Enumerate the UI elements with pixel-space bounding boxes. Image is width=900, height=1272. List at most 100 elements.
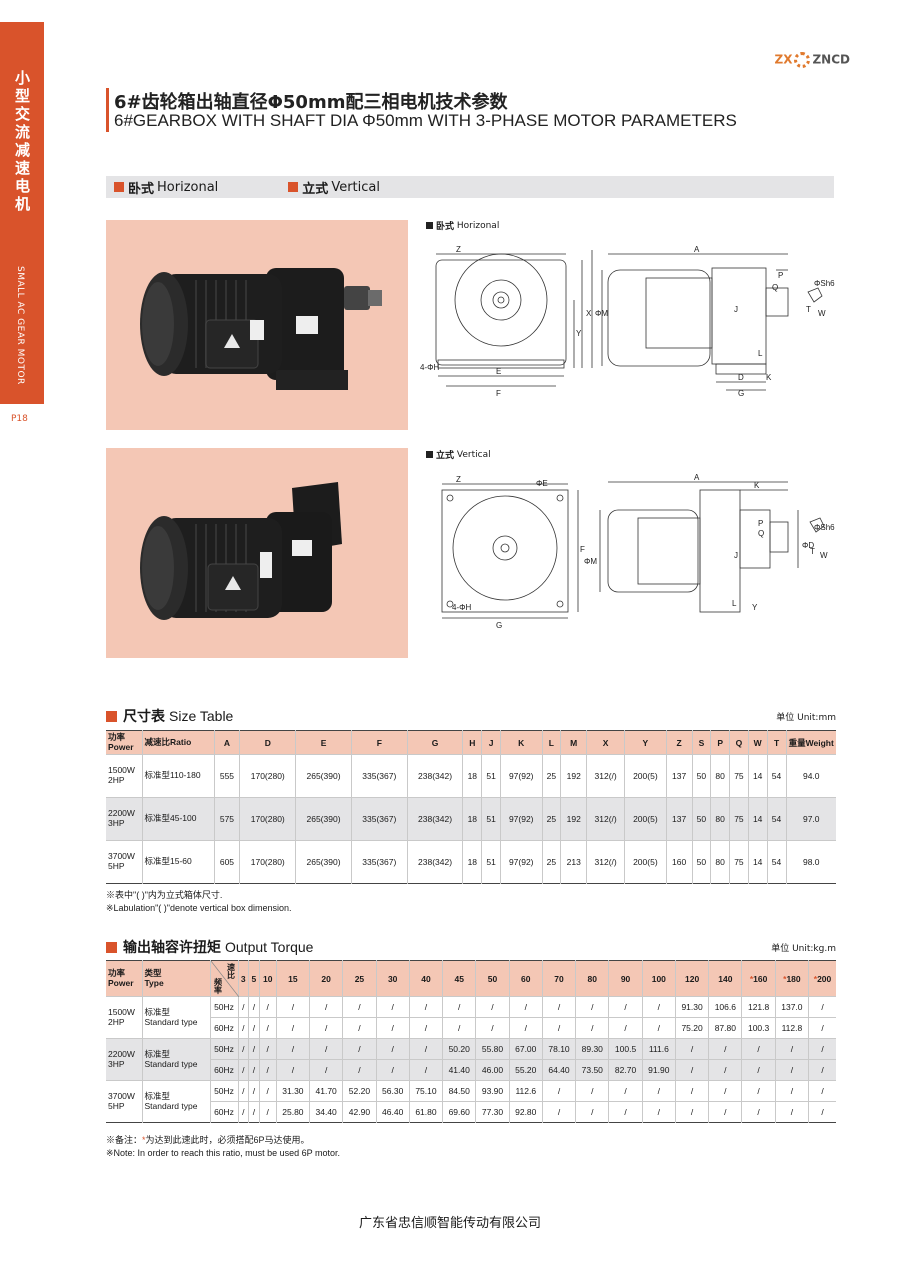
torque-cell: 61.80 — [409, 1101, 444, 1123]
torque-cell: / — [276, 1059, 311, 1081]
value-cell: 335(367) — [351, 797, 408, 841]
value-cell: 80 — [710, 840, 731, 884]
value-cell: 160 — [666, 840, 693, 884]
torque-cell: / — [238, 1017, 250, 1039]
svg-text:P: P — [758, 519, 763, 528]
value-cell: 14 — [748, 754, 768, 798]
star-icon: * — [142, 1135, 146, 1145]
svg-text:J: J — [734, 305, 738, 314]
torque-cell: 46.00 — [475, 1059, 510, 1081]
mount-vertical-en: Vertical — [331, 179, 380, 195]
value-cell: 50 — [692, 840, 712, 884]
torque-cell: 67.00 — [509, 1038, 543, 1060]
torque-cell: 46.40 — [376, 1101, 410, 1123]
torque-cell: / — [442, 1017, 477, 1039]
horizontal-drawing-label: 卧式 Horizonal — [426, 219, 499, 232]
header-ratio-col: 30 — [376, 960, 410, 997]
mount-horizontal-en: Horizonal — [157, 179, 219, 195]
ratio-cell: 标准型15-60 — [142, 840, 215, 884]
torque-cell: / — [708, 1038, 743, 1060]
torque-cell: / — [642, 996, 676, 1018]
torque-cell: / — [376, 996, 410, 1018]
torque-cell: / — [675, 1059, 710, 1081]
torque-cell: 69.60 — [442, 1101, 477, 1123]
value-cell: 170(280) — [239, 797, 297, 841]
torque-cell: 137.0 — [775, 996, 810, 1018]
torque-cell: 50.20 — [442, 1038, 477, 1060]
header-ratio-col: 70 — [542, 960, 577, 997]
value-cell: 18 — [462, 754, 483, 798]
torque-cell: / — [741, 1080, 776, 1102]
header-col: H — [462, 730, 483, 755]
torque-cell: 42.90 — [342, 1101, 377, 1123]
value-cell: 192 — [560, 797, 588, 841]
torque-cell: / — [342, 1038, 377, 1060]
header-ratio-col: 40 — [409, 960, 444, 997]
value-cell: 50 — [692, 754, 712, 798]
header-ratio-col: 90 — [608, 960, 643, 997]
header-ratio-col: *160 — [741, 960, 776, 997]
torque-cell: 55.20 — [509, 1059, 543, 1081]
torque-cell: 64.40 — [542, 1059, 577, 1081]
svg-text:T: T — [806, 305, 811, 314]
torque-cell: / — [575, 1101, 610, 1123]
size-note-en: ※Labulation"( )"denote vertical box dime… — [106, 903, 292, 913]
svg-text:Q: Q — [772, 283, 778, 292]
torque-cell: / — [238, 1080, 250, 1102]
header-col: G — [407, 730, 464, 755]
svg-text:ΦM: ΦM — [584, 557, 597, 566]
header-freq-label: 频率 — [213, 978, 223, 994]
torque-cell: / — [248, 1101, 260, 1123]
torque-cell: / — [808, 996, 836, 1018]
torque-cell: 112.6 — [509, 1080, 543, 1102]
header-col: Q — [729, 730, 749, 755]
value-cell: 192 — [560, 754, 588, 798]
torque-cell: / — [309, 1017, 344, 1039]
title-accent-bar — [106, 88, 109, 132]
svg-text:Y: Y — [576, 329, 582, 338]
torque-cell: 91.90 — [642, 1059, 676, 1081]
size-table-title-en: Size Table — [169, 708, 234, 724]
page-title-en: 6#GEARBOX WITH SHAFT DIA Φ50mm WITH 3-PH… — [114, 111, 737, 130]
header-ratio-col: 120 — [675, 960, 710, 997]
header-col: W — [748, 730, 768, 755]
torque-cell: 82.70 — [608, 1059, 643, 1081]
torque-cell: / — [808, 1017, 836, 1039]
torque-cell: / — [608, 1101, 643, 1123]
square-bullet-icon — [114, 182, 124, 192]
torque-cell: / — [575, 1017, 610, 1039]
torque-cell: 41.70 — [309, 1080, 344, 1102]
mount-horizontal-cn: 卧式 — [128, 181, 155, 197]
side-tab-lower: SMALL AC GEAR MOTOR — [0, 248, 44, 404]
svg-text:ΦM: ΦM — [595, 309, 608, 318]
torque-cell: / — [309, 1059, 344, 1081]
header-ratio-col: 20 — [309, 960, 344, 997]
page-title-cn: 6#齿轮箱出轴直径Φ50mm配三相电机技术参数 — [114, 92, 508, 113]
svg-text:ΦSh6: ΦSh6 — [814, 523, 835, 532]
value-cell: 312(/) — [586, 840, 626, 884]
freq-cell: 50Hz — [210, 996, 239, 1018]
svg-text:D: D — [738, 373, 744, 382]
torque-cell: / — [808, 1059, 836, 1081]
header-col: J — [481, 730, 501, 755]
header-col: D — [239, 730, 297, 755]
torque-cell: / — [238, 996, 250, 1018]
value-cell: 97(92) — [500, 840, 543, 884]
svg-text:ΦSh6: ΦSh6 — [814, 279, 835, 288]
header-col: A — [214, 730, 241, 755]
torque-cell: / — [238, 1101, 250, 1123]
torque-cell: / — [775, 1059, 810, 1081]
torque-cell: 25.80 — [276, 1101, 311, 1123]
horizontal-label-cn: 卧式 — [436, 222, 455, 232]
side-tab: 小型交流减速电机 — [0, 22, 44, 248]
torque-cell: / — [642, 1101, 676, 1123]
torque-cell: 34.40 — [309, 1101, 344, 1123]
header-ratio-col: 3 — [238, 960, 250, 997]
header-ratio-col: 140 — [708, 960, 743, 997]
